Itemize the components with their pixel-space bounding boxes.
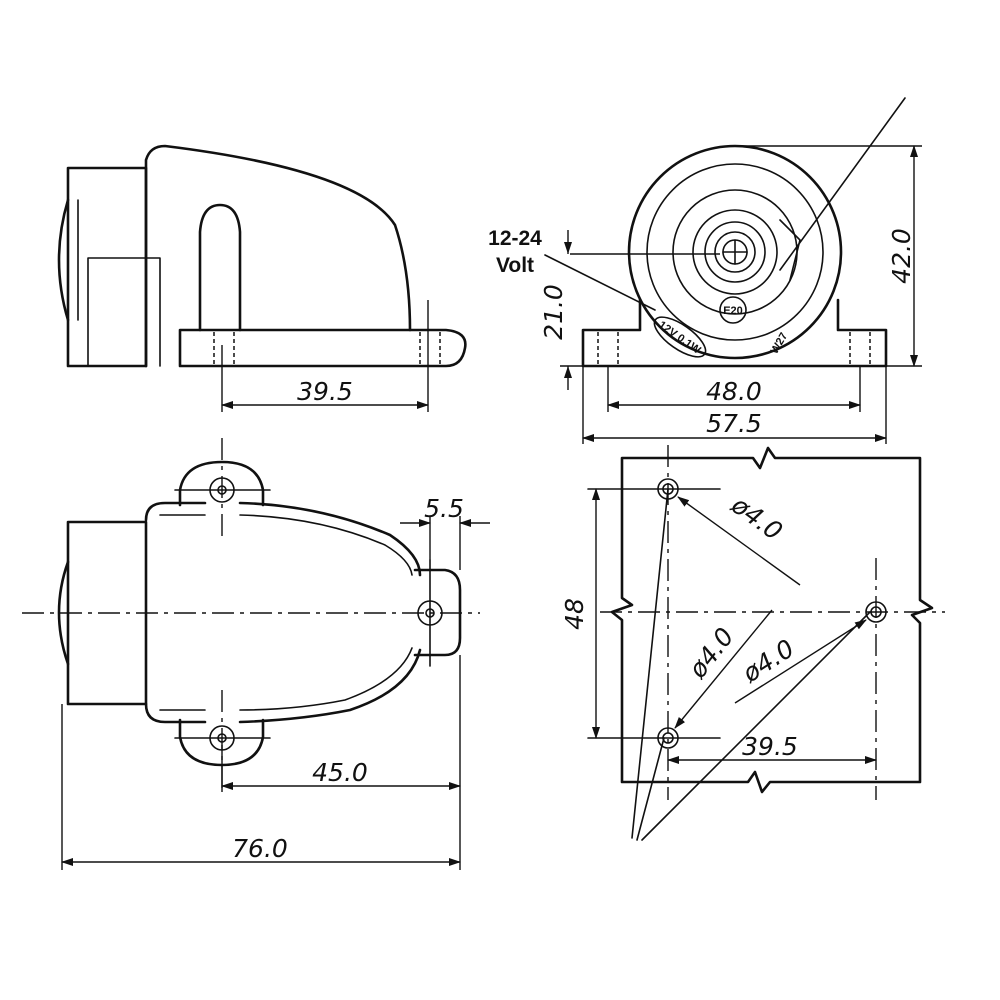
base-width-dimension: 57.5 <box>706 409 762 438</box>
axis-height-dimension: 21.0 <box>539 284 568 340</box>
overall-length-dimension: 76.0 <box>232 834 288 863</box>
voltage-label-line1: 12-24 <box>488 227 542 250</box>
side-view: 39.5 <box>57 144 467 412</box>
hole-to-tip-dimension: 45.0 <box>312 758 368 787</box>
voltage-marking: 12V 0.1W <box>653 316 707 358</box>
top-view: 5.5 45.0 76.0 <box>22 438 490 870</box>
total-height-dimension: 42.0 <box>887 228 916 284</box>
voltage-label-line2: Volt <box>496 254 534 277</box>
hole-diameter-label-2: ø4.0 <box>682 622 739 684</box>
hole-pattern-view: 48 39.5 ø4.0 ø4.0 ø4.0 <box>560 445 945 841</box>
horizontal-spacing-dimension: 39.5 <box>742 732 798 761</box>
front-view: E20 12V 0.1W W27 12-24 Volt 21.0 42.0 48… <box>488 97 922 444</box>
svg-text:E20: E20 <box>723 305 743 317</box>
vertical-spacing-dimension: 48 <box>560 598 589 630</box>
tab-offset-dimension: 5.5 <box>424 494 464 523</box>
side-hole-spacing-dimension: 39.5 <box>297 377 353 406</box>
e20-marking: E20 <box>719 296 747 324</box>
front-hole-spacing-dimension: 48.0 <box>706 377 762 406</box>
